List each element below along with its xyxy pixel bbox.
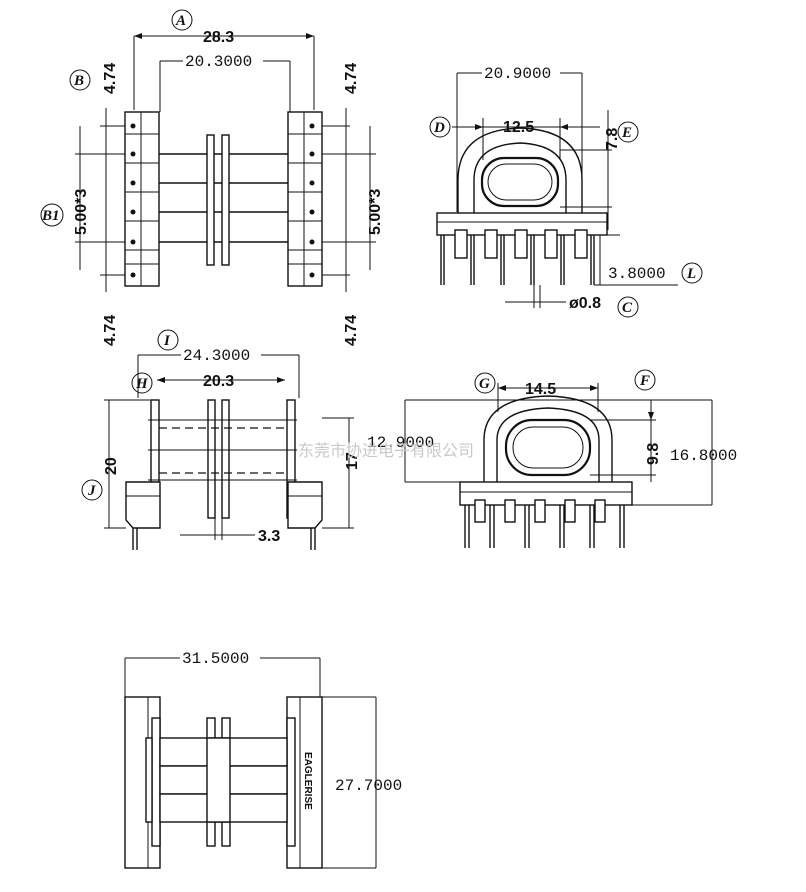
- dim-a-value: 28.3: [203, 29, 234, 46]
- view-top-right: 20.9000 12.5 D 7.8 E: [429, 63, 703, 318]
- dim-left-pitch: 5.00*3: [73, 189, 90, 235]
- label-c: C: [622, 300, 633, 316]
- label-g: G: [479, 376, 490, 392]
- view-top-left: 28.3 A 20.3000: [40, 9, 384, 346]
- callout-a: [171, 9, 193, 31]
- dim-right-top: 4.74: [343, 63, 360, 94]
- dim-inner-value: 20.3000: [185, 53, 252, 71]
- callout-e: [617, 121, 639, 143]
- dim-pin-dia: ø0.8: [569, 295, 601, 312]
- label-b1: B1: [41, 208, 60, 224]
- dim-right-pitch: 5.00*3: [367, 189, 384, 235]
- dim-left-12-9: 12.9000: [367, 434, 434, 452]
- dim-window-height: 9.8: [645, 443, 662, 465]
- view-mid-left: 24.3000 I 20.3 H: [81, 329, 361, 550]
- view-mid-right: 14.5 G F 9.8 16.8000: [367, 369, 737, 548]
- dim-left-top: 4.74: [102, 63, 119, 94]
- dim-bottom-width: 31.5000: [182, 650, 249, 668]
- callout-b: [69, 69, 91, 91]
- callout-d: [429, 116, 451, 138]
- dim-total-height: 16.8000: [670, 447, 737, 465]
- dim-height: 7.8: [604, 128, 621, 150]
- dim-right-bottom: 4.74: [343, 315, 360, 346]
- callout-g: [474, 372, 496, 394]
- brand-eaglerise: EAGLERISE: [302, 752, 313, 810]
- label-a: A: [175, 13, 186, 29]
- view-bottom: 31.5000 27.7000 EAGLERISE: [124, 648, 402, 869]
- dim-inner: 20.3: [203, 373, 234, 390]
- dim-outer: 24.3000: [183, 347, 250, 365]
- label-d: D: [433, 120, 445, 136]
- label-e: E: [621, 125, 632, 141]
- label-i: I: [163, 333, 171, 349]
- dim-flange-height: 17: [344, 452, 361, 470]
- callout-c: [617, 296, 639, 318]
- callout-j: [81, 479, 103, 501]
- callout-h: [131, 372, 153, 394]
- dim-window-14: 14.5: [525, 381, 556, 398]
- dim-gap: 3.3: [258, 528, 280, 545]
- watermark-text: 东莞市协进电子有限公司: [298, 441, 474, 460]
- dim-height-20: 20: [103, 457, 120, 475]
- callout-f: [634, 369, 656, 391]
- dim-width: 20.9000: [484, 65, 551, 83]
- callout-l: [681, 262, 703, 284]
- dim-left-bottom: 4.74: [102, 315, 119, 346]
- label-h: H: [135, 376, 149, 392]
- label-j: J: [87, 483, 96, 499]
- callout-b1: [40, 203, 64, 227]
- label-f: F: [639, 373, 650, 389]
- dim-pin-length: 3.8000: [608, 265, 666, 283]
- dim-bottom-height: 27.7000: [335, 777, 402, 795]
- callout-i: [157, 329, 179, 351]
- label-l: L: [686, 266, 696, 282]
- label-b: B: [73, 73, 84, 89]
